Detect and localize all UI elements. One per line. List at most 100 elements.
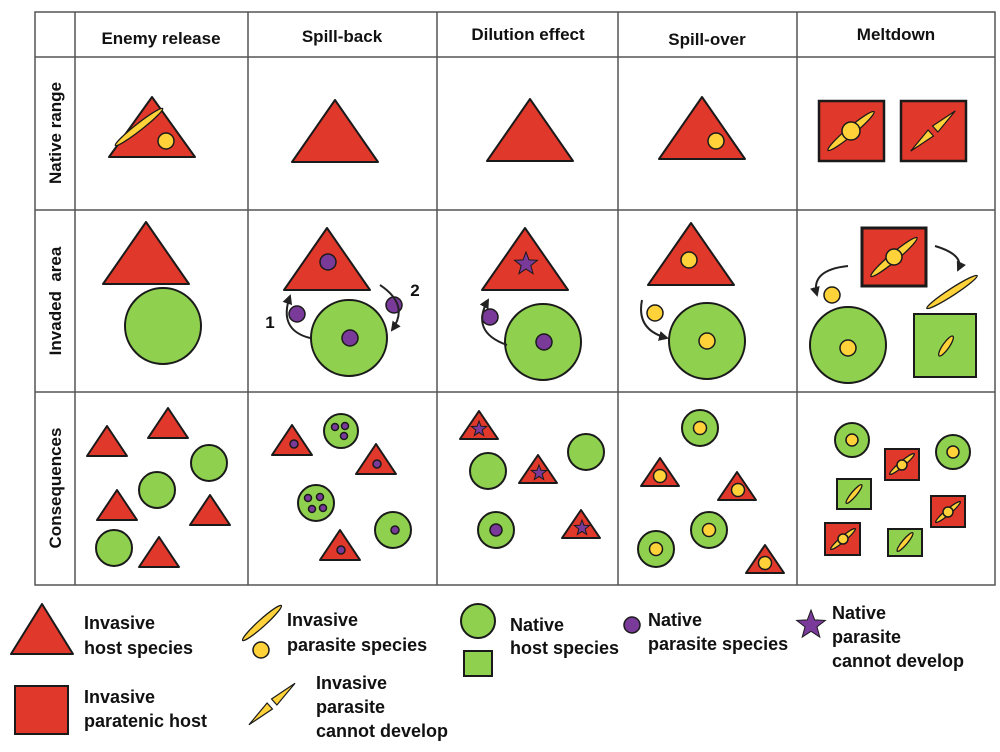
- table-grid: [34, 11, 996, 586]
- legend-native-host-label: Native host species: [510, 615, 619, 658]
- yellow-dot-icon: [757, 555, 773, 571]
- purple-star-icon: [573, 518, 591, 536]
- red-triangle-icon: [138, 536, 180, 568]
- purple-dot-icon: [289, 439, 299, 449]
- yellow-dot-icon: [652, 468, 668, 484]
- red-triangle-icon: [10, 603, 74, 655]
- spillover-arrow: [640, 299, 669, 341]
- yellow-rod-icon: [845, 484, 863, 504]
- green-circle-icon: [297, 484, 335, 522]
- arrow-label-1: 1: [265, 313, 274, 332]
- purple-dot-icon: [372, 459, 382, 469]
- green-circle-icon: [190, 444, 228, 482]
- yellow-dot-icon: [845, 433, 859, 447]
- green-circle-icon: [323, 413, 359, 449]
- column-header-dilution-effect: Dilution effect: [471, 25, 585, 44]
- red-triangle-icon: [486, 98, 574, 162]
- green-circle-icon: [460, 603, 496, 639]
- yellow-dot-icon: [946, 445, 960, 459]
- red-triangle-icon: [86, 425, 128, 457]
- rod-right-half: [931, 110, 956, 133]
- yellow-dot-icon: [837, 533, 849, 545]
- legend-invasive-paratenic-host-label: Invasive paratenic host: [84, 687, 207, 731]
- yellow-dot-icon: [701, 522, 717, 538]
- cell-symbols: [86, 96, 978, 574]
- purple-dot-icon: [319, 253, 337, 271]
- green-circle-icon: [567, 433, 605, 471]
- spillback-arrow-1: [282, 294, 311, 339]
- rod-left-half: [910, 129, 935, 152]
- red-triangle-icon: [108, 96, 196, 158]
- purple-dot-icon: [481, 308, 499, 326]
- legend-native-parasite-label: Native parasite species: [648, 610, 788, 654]
- yellow-dot-icon: [692, 420, 708, 436]
- purple-star-icon: [513, 250, 539, 275]
- yellow-dot-icon: [839, 339, 857, 357]
- yellow-dot-icon: [698, 332, 716, 350]
- green-circle-icon: [469, 452, 507, 490]
- legend-invasive-parasite-cannot-develop-label: Invasive parasite cannot develop: [316, 673, 448, 741]
- spillback-arrow-2: [379, 284, 401, 332]
- yellow-dot-icon: [841, 121, 861, 141]
- row-header-native-range: Native range: [46, 82, 65, 184]
- red-triangle-icon: [291, 99, 379, 163]
- yellow-rod-icon: [937, 335, 955, 357]
- arrow-label-2: 2: [410, 281, 419, 300]
- column-header-spill-back: Spill-back: [302, 27, 383, 46]
- column-header-enemy-release: Enemy release: [101, 29, 220, 48]
- purple-dot-icon: [341, 329, 359, 347]
- legend-invasive-parasite-label: Invasive parasite species: [287, 610, 427, 655]
- yellow-rod-icon: [926, 274, 978, 310]
- red-square-icon: [899, 99, 968, 163]
- yellow-dot-icon: [252, 641, 270, 659]
- green-circle-icon: [95, 529, 133, 567]
- purple-dot-icon: [315, 492, 325, 502]
- yellow-dot-icon: [646, 304, 664, 322]
- yellow-dot-icon: [885, 248, 903, 266]
- legend-symbols: [10, 603, 827, 735]
- broken-rod-icon: [248, 682, 296, 726]
- purple-dot-icon: [307, 504, 317, 514]
- purple-star-icon: [795, 608, 827, 639]
- column-header-spill-over: Spill-over: [668, 30, 746, 49]
- purple-dot-icon: [340, 421, 350, 431]
- yellow-dot-icon: [157, 132, 175, 150]
- green-circle-icon: [124, 287, 202, 365]
- red-triangle-icon: [102, 221, 190, 285]
- yellow-dot-icon: [823, 286, 841, 304]
- legend-native-parasite-cannot-develop-label: Native parasite cannot develop: [832, 603, 964, 671]
- column-header-meltdown: Meltdown: [857, 25, 935, 44]
- red-triangle-icon: [355, 443, 397, 475]
- rod-left-half: [248, 702, 274, 726]
- purple-dot-icon: [330, 422, 340, 432]
- purple-dot-icon: [623, 616, 641, 634]
- purple-dot-icon: [489, 523, 503, 537]
- yellow-dot-icon: [648, 541, 664, 557]
- purple-dot-icon: [303, 493, 313, 503]
- yellow-dot-icon: [730, 482, 746, 498]
- red-triangle-icon: [319, 529, 361, 561]
- green-square-icon: [463, 650, 493, 677]
- broken-rod-icon: [910, 110, 956, 152]
- yellow-rod-icon: [114, 107, 164, 147]
- purple-star-icon: [530, 463, 548, 481]
- yellow-rod-icon: [241, 604, 283, 642]
- yellow-dot-icon: [896, 459, 908, 471]
- yellow-dot-icon: [680, 251, 698, 269]
- meltdown-arrow-left: [810, 265, 849, 297]
- yellow-dot-icon: [707, 132, 725, 150]
- purple-dot-icon: [336, 545, 346, 555]
- red-triangle-icon: [96, 489, 138, 521]
- red-triangle-icon: [147, 407, 189, 439]
- legend-invasive-host-label: Invasive host species: [84, 613, 193, 658]
- green-circle-icon: [138, 471, 176, 509]
- purple-dot-icon: [318, 503, 328, 513]
- yellow-dot-icon: [942, 506, 954, 518]
- purple-dot-icon: [288, 305, 306, 323]
- red-triangle-icon: [658, 96, 746, 160]
- meltdown-arrow-right: [934, 245, 966, 272]
- rod-right-half: [270, 682, 296, 706]
- row-header-invaded-area: Invaded area: [46, 246, 65, 355]
- purple-dot-icon: [535, 333, 553, 351]
